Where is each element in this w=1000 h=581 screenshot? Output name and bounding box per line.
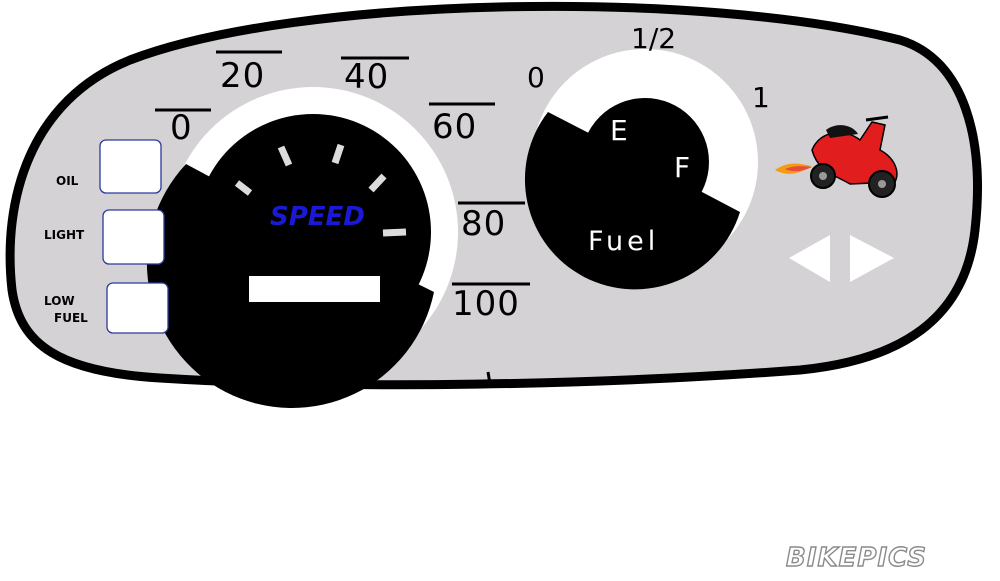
speedometer: SPEED 0 20 40 60 80 100 xyxy=(146,50,530,409)
fuel-scale-empty: 0 xyxy=(527,61,545,94)
speed-tick xyxy=(331,143,345,165)
speedometer-ticks xyxy=(234,143,407,237)
speed-scale-100: 100 xyxy=(452,284,520,324)
light-label: LIGHT xyxy=(44,228,85,242)
panel-notch xyxy=(486,371,492,385)
fuel-label: Fuel xyxy=(588,226,659,257)
scooter-front-hub xyxy=(878,180,886,188)
turn-right-arrow-icon xyxy=(850,235,894,282)
speed-scale-60: 60 xyxy=(432,107,477,147)
low-fuel-label-line1: LOW xyxy=(44,294,75,308)
scooter-rear-hub xyxy=(819,172,827,180)
oil-warning-light xyxy=(99,139,162,194)
exhaust-flame-inner xyxy=(785,166,812,172)
turn-left-arrow-icon xyxy=(789,235,830,282)
odometer-display xyxy=(249,276,380,302)
fuel-scale-full: 1 xyxy=(752,81,770,114)
low-fuel-warning-light xyxy=(106,282,169,334)
headlight-warning-light xyxy=(102,209,165,265)
scooter-logo-icon xyxy=(775,115,898,198)
fuel-scale-half: 1/2 xyxy=(631,22,676,55)
fuel-letter-e: E xyxy=(610,114,628,147)
speed-tick xyxy=(368,173,387,193)
speed-scale-80: 80 xyxy=(461,204,506,244)
oil-label: OIL xyxy=(56,174,79,188)
fuel-gauge-dial-face xyxy=(581,98,709,226)
speed-tick xyxy=(382,228,407,237)
speed-scale-20: 20 xyxy=(220,56,265,96)
speed-tick xyxy=(277,145,293,167)
speed-label: SPEED xyxy=(270,202,365,232)
scooter-handlebar xyxy=(865,115,889,122)
speed-scale-40: 40 xyxy=(344,57,389,97)
warning-lights: OIL LIGHT LOW FUEL xyxy=(44,139,169,334)
fuel-gauge: E F Fuel 0 1/2 1 xyxy=(524,22,770,290)
low-fuel-label-line2: FUEL xyxy=(54,311,88,325)
speed-tick xyxy=(234,180,253,196)
fuel-letter-f: F xyxy=(674,151,690,184)
scooter-seat xyxy=(826,125,858,138)
speed-scale-0: 0 xyxy=(170,108,193,148)
bikepics-watermark: BIKEPICS xyxy=(786,543,927,573)
